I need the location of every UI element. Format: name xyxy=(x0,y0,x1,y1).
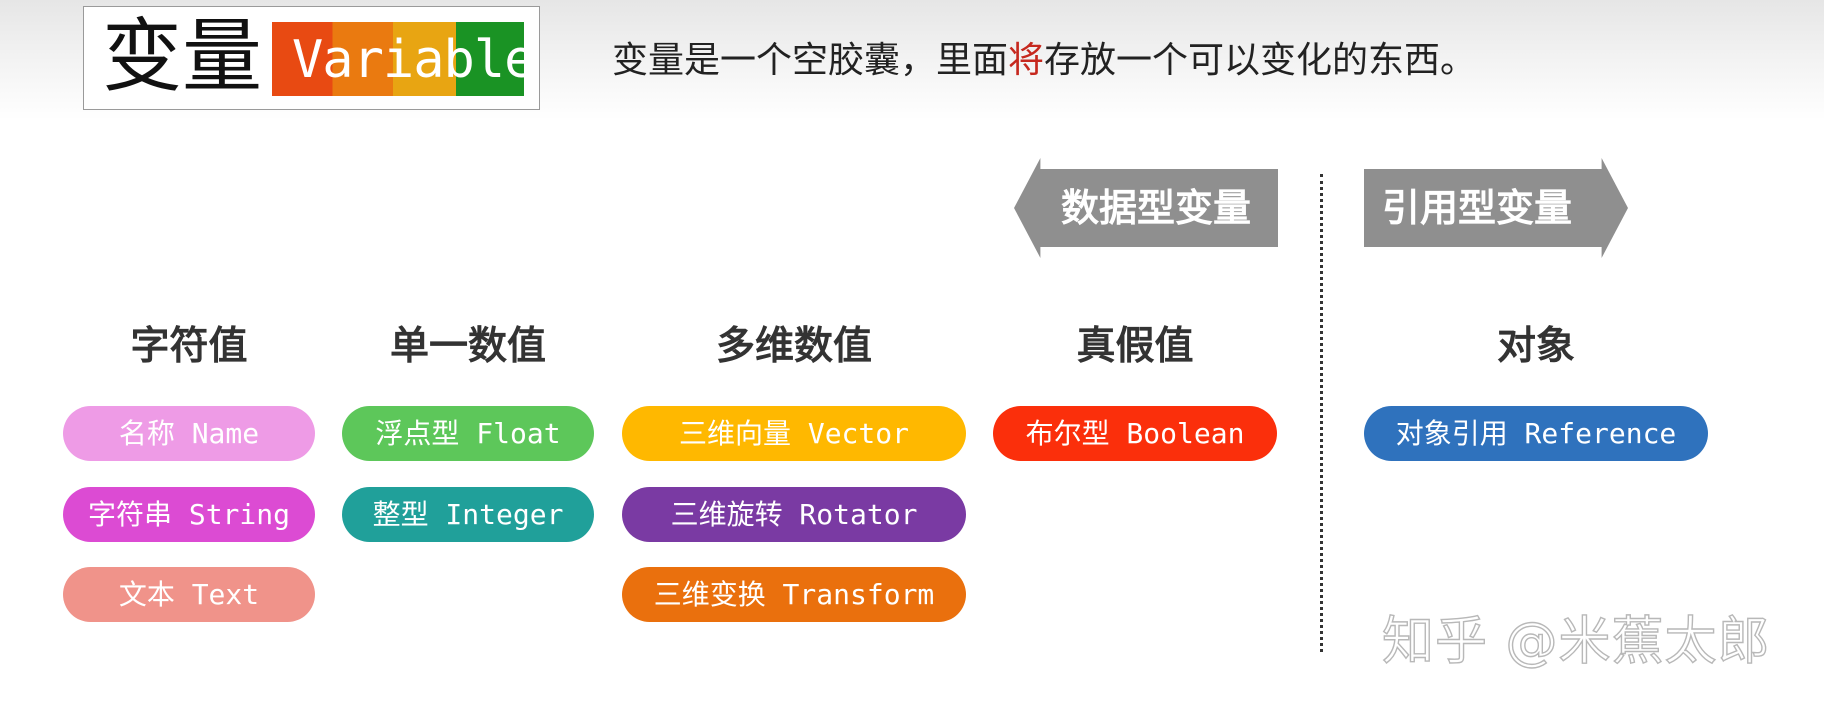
subtitle-after: 存放一个可以变化的东西。 xyxy=(1044,40,1477,81)
column-heading-boolean: 真假值 xyxy=(1076,323,1194,369)
pill-float: 浮点型 Float xyxy=(342,406,594,461)
category-divider xyxy=(1320,174,1323,652)
reference-type-arrow xyxy=(1364,158,1628,258)
pill-name: 名称 Name xyxy=(63,406,315,461)
pill-text: 文本 Text xyxy=(63,567,315,622)
subtitle-highlight: 将 xyxy=(1008,40,1045,81)
column-heading-object: 对象 xyxy=(1496,323,1575,369)
value-type-arrow xyxy=(1014,158,1278,258)
title-main: 变量 xyxy=(102,10,262,103)
pill-string: 字符串 String xyxy=(63,487,315,542)
value-type-label: 数据型变量 xyxy=(1061,185,1252,230)
column-heading-scalar: 单一数值 xyxy=(389,323,546,369)
title-box: 变量 Variable xyxy=(83,6,540,110)
column-heading-string: 字符值 xyxy=(130,323,248,369)
pill-integer: 整型 Integer xyxy=(342,487,594,542)
column-heading-vector: 多维数值 xyxy=(715,323,872,369)
title-band: Variable xyxy=(272,22,524,96)
pill-reference: 对象引用 Reference xyxy=(1364,406,1708,461)
title-band-text: Variable xyxy=(292,30,524,90)
subtitle: 变量是一个空胶囊，里面将存放一个可以变化的东西。 xyxy=(612,33,1476,89)
watermark: 知乎 @米蕉太郎 xyxy=(1381,611,1771,672)
pill-transform: 三维变换 Transform xyxy=(622,567,966,622)
pill-boolean: 布尔型 Boolean xyxy=(993,406,1277,461)
subtitle-before: 变量是一个空胶囊，里面 xyxy=(612,40,1009,81)
pill-rotator: 三维旋转 Rotator xyxy=(622,487,966,542)
reference-type-label: 引用型变量 xyxy=(1382,185,1573,230)
pill-vector: 三维向量 Vector xyxy=(622,406,966,461)
